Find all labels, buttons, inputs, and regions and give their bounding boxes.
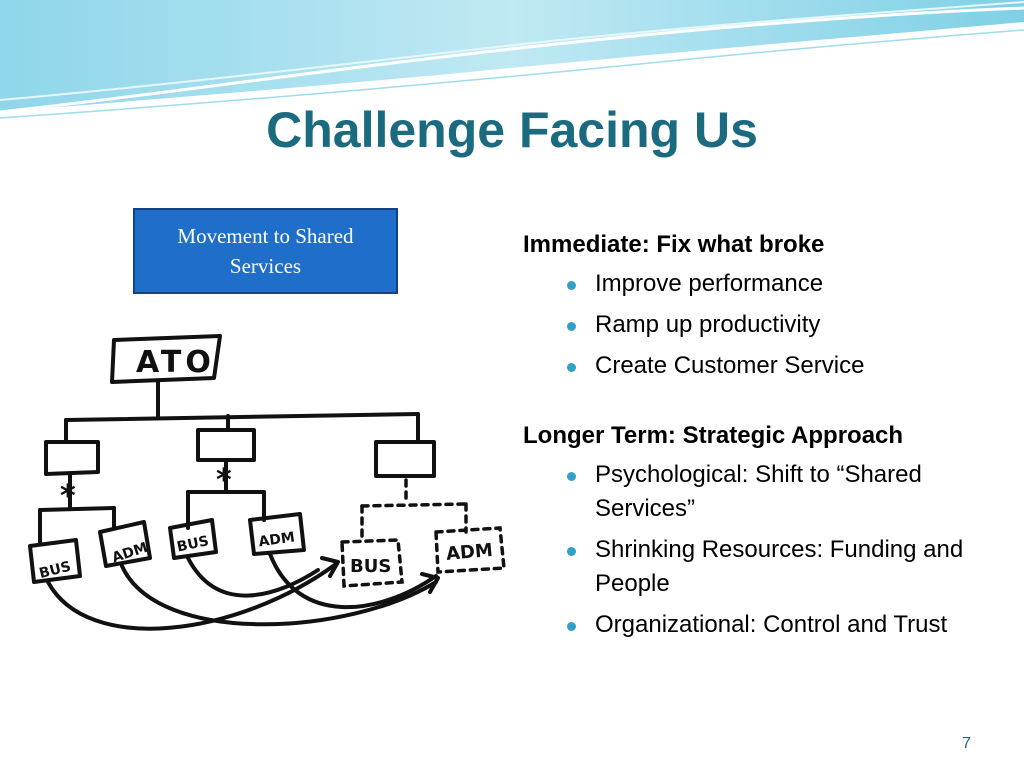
- bus-box-new: [340, 538, 404, 588]
- ato-box: [110, 334, 222, 384]
- bullet-dot-icon: [567, 363, 576, 372]
- section-heading-longer-term: Longer Term: Strategic Approach: [523, 422, 904, 449]
- header-wave-decoration: [0, 0, 1024, 119]
- org-chart-sketch: ATO * * BUS ADM BUS ADM BUS ADM: [28, 334, 506, 631]
- dept-box-middle: [196, 428, 256, 462]
- bullet-text: Ramp up productivity: [595, 311, 821, 338]
- callout-text: Movement to Shared Services: [177, 224, 354, 278]
- bullet-text: Psychological: Shift to “Shared Services…: [595, 461, 922, 522]
- bullet-text: Create Customer Service: [595, 352, 865, 379]
- adm-box-new: [434, 526, 506, 574]
- sketch-label-adm-2: ADM: [258, 529, 296, 550]
- immediate-section: Immediate: Fix what broke Improve perfor…: [523, 230, 1003, 383]
- list-item: Create Customer Service: [523, 349, 1003, 383]
- list-item: Organizational: Control and Trust: [523, 608, 1003, 642]
- bus-box-2: [168, 518, 218, 560]
- sketch-star-left: *: [60, 479, 76, 514]
- longer-term-bullet-list: Psychological: Shift to “Shared Services…: [523, 458, 1003, 642]
- list-item: Improve performance: [523, 267, 1003, 301]
- page-number: 7: [962, 735, 971, 752]
- sketch-label-adm-new: ADM: [445, 540, 493, 565]
- list-item: Psychological: Shift to “Shared Services…: [523, 458, 1003, 526]
- dept-box-right: [374, 440, 436, 478]
- immediate-bullet-list: Improve performance Ramp up productivity…: [523, 267, 1003, 383]
- list-item: Shrinking Resources: Funding and People: [523, 533, 1003, 601]
- bullet-dot-icon: [567, 472, 576, 481]
- bullet-text: Shrinking Resources: Funding and People: [595, 536, 964, 597]
- challenge-content: Immediate: Fix what broke Improve perfor…: [523, 230, 1003, 642]
- shared-services-callout: Movement to Shared Services: [133, 208, 398, 294]
- adm-box-2: [248, 512, 306, 556]
- bus-box-1: [28, 538, 82, 584]
- sketch-label-bus-2: BUS: [176, 533, 211, 555]
- bullet-text: Improve performance: [595, 270, 824, 297]
- sketch-star-middle: *: [216, 463, 232, 498]
- bullet-text: Organizational: Control and Trust: [595, 611, 948, 638]
- bullet-dot-icon: [567, 547, 576, 556]
- sketch-label-ato: ATO: [136, 345, 215, 380]
- sketch-label-bus-1: BUS: [38, 559, 73, 582]
- longer-term-section: Longer Term: Strategic Approach Psycholo…: [523, 421, 1003, 642]
- adm-box-1: [98, 520, 152, 568]
- list-item: Ramp up productivity: [523, 308, 1003, 342]
- bullet-dot-icon: [567, 622, 576, 631]
- section-heading-immediate: Immediate: Fix what broke: [523, 231, 825, 258]
- bullet-dot-icon: [567, 281, 576, 290]
- sketch-label-bus-new: BUS: [350, 556, 391, 577]
- slide-title: Challenge Facing Us: [266, 102, 758, 158]
- bullet-dot-icon: [567, 322, 576, 331]
- dept-box-left: [44, 440, 100, 476]
